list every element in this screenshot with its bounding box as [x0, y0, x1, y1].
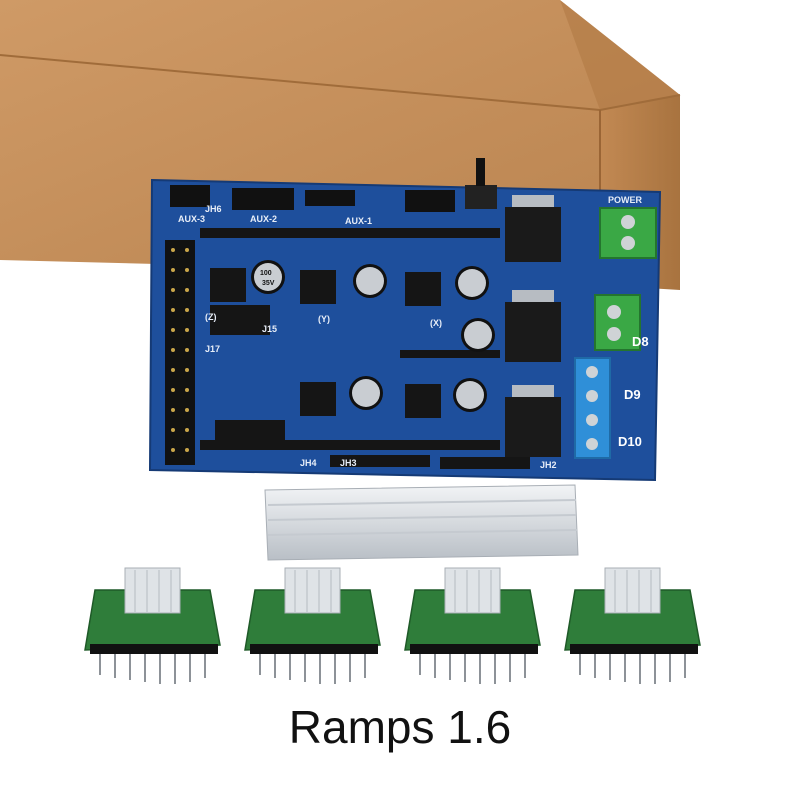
board-silkscreen: AUX-3 AUX-2 AUX-1 POWER D8 D9 D10 J15 J1… — [178, 195, 649, 470]
label-d9: D9 — [624, 387, 641, 402]
cap-value: 100 — [260, 270, 272, 277]
label-jh2: JH2 — [540, 460, 557, 470]
label-d10: D10 — [618, 434, 642, 449]
stepper-driver-4 — [564, 567, 701, 684]
label-aux2: AUX-2 — [250, 214, 277, 224]
product-caption: Ramps 1.6 — [288, 701, 512, 753]
label-aux3: AUX-3 — [178, 214, 205, 224]
label-jh3: JH3 — [340, 458, 357, 468]
label-power: POWER — [608, 195, 643, 205]
stepper-driver-2 — [244, 567, 381, 684]
label-x: (X) — [430, 318, 442, 328]
label-d8: D8 — [632, 334, 649, 349]
label-jh6: JH6 — [205, 204, 222, 214]
label-aux1: AUX-1 — [345, 216, 372, 226]
cap-voltage: 35V — [262, 280, 275, 287]
label-y: (Y) — [318, 314, 330, 324]
label-z: (Z) — [205, 312, 217, 322]
label-j15: J15 — [262, 324, 277, 334]
stepper-driver-1 — [84, 567, 221, 684]
heatsink-bar — [264, 484, 579, 561]
label-j17: J17 — [205, 344, 220, 354]
label-jh4: JH4 — [300, 458, 317, 468]
stepper-driver-3 — [404, 567, 541, 684]
ramps-board — [148, 158, 662, 482]
